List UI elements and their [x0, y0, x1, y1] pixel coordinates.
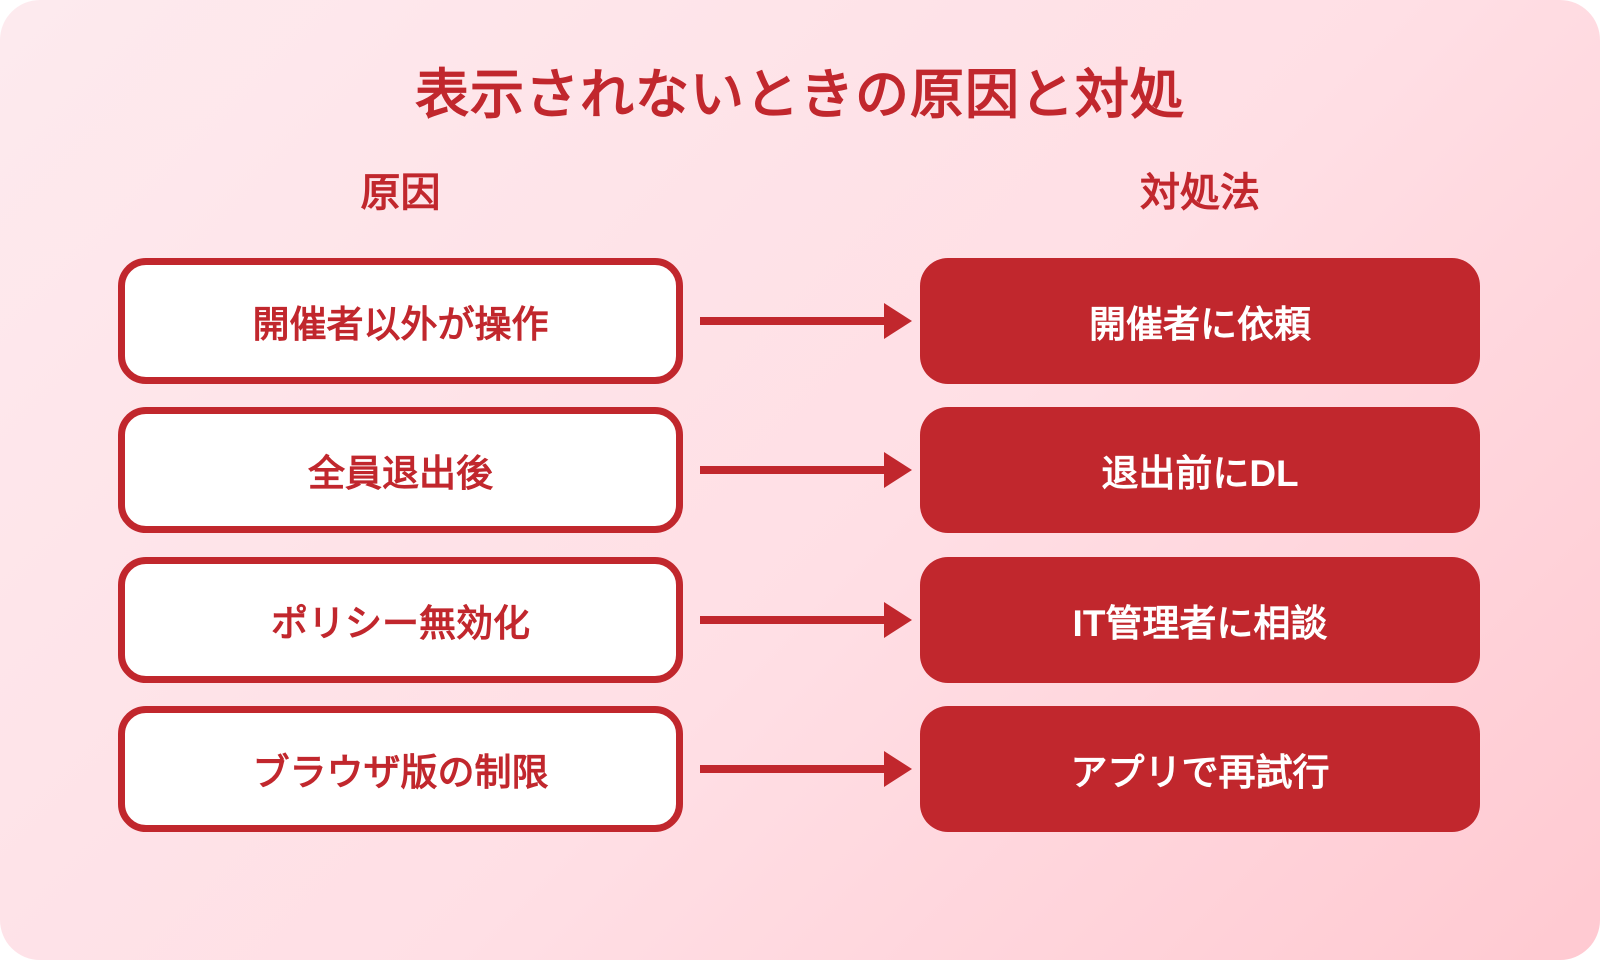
arrow-shaft [700, 317, 886, 325]
arrow-head [884, 602, 912, 638]
right-arrow-icon [700, 751, 912, 787]
column-header-solution: 対処法 [1140, 171, 1260, 215]
right-arrow-icon [700, 452, 912, 488]
solution-box: アプリで再試行 [920, 706, 1480, 832]
arrow-shaft [700, 466, 886, 474]
diagram-row: ポリシー無効化 IT管理者に相談 [0, 557, 1600, 683]
diagram-row: ブラウザ版の制限 アプリで再試行 [0, 706, 1600, 832]
right-arrow-icon [700, 303, 912, 339]
arrow-head [884, 452, 912, 488]
arrow-head [884, 751, 912, 787]
cause-box: ブラウザ版の制限 [118, 706, 683, 832]
arrow-shaft [700, 616, 886, 624]
column-header-cause: 原因 [360, 171, 441, 215]
solution-box: 開催者に依頼 [920, 258, 1480, 384]
arrow-head [884, 303, 912, 339]
page-title: 表示されないときの原因と対処 [415, 65, 1185, 125]
diagram-row: 全員退出後 退出前にDL [0, 407, 1600, 533]
diagram-row: 開催者以外が操作 開催者に依頼 [0, 258, 1600, 384]
cause-box: 開催者以外が操作 [118, 258, 683, 384]
cause-box: 全員退出後 [118, 407, 683, 533]
solution-box: 退出前にDL [920, 407, 1480, 533]
cause-box: ポリシー無効化 [118, 557, 683, 683]
solution-box: IT管理者に相談 [920, 557, 1480, 683]
arrow-shaft [700, 765, 886, 773]
right-arrow-icon [700, 602, 912, 638]
